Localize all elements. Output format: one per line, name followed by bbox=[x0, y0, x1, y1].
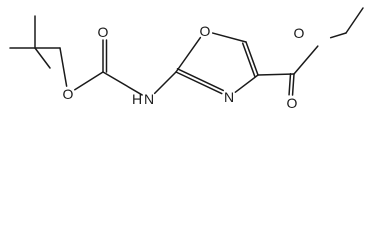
atom-label-carbonyl-oxygen-top: O bbox=[98, 24, 109, 40]
atom-labels-group: O O H N O N O O bbox=[63, 23, 305, 111]
bond-a11-a12 bbox=[211, 32, 247, 43]
bond-a15-a16-second-line bbox=[288, 73, 292, 96]
bond-a13-a14 bbox=[234, 74, 259, 93]
bond-a6-a7 bbox=[74, 71, 104, 91]
atom-label-ester-oxygen-right: O bbox=[294, 25, 305, 41]
bond-a5-a6 bbox=[59, 47, 68, 87]
bond-a15-a17 bbox=[293, 45, 319, 75]
bond-a17-a18 bbox=[329, 32, 347, 39]
bond-a12-a13-second-line bbox=[241, 42, 256, 77]
bond-a12-a13 bbox=[245, 41, 259, 76]
bond-a14-a10 bbox=[175, 71, 223, 95]
bond-a13-a15 bbox=[257, 73, 295, 76]
atom-label-ester-oxygen-left: O bbox=[63, 86, 74, 102]
bond-a15-a16 bbox=[291, 73, 295, 96]
atom-label-nh-hydrogen: H bbox=[132, 91, 142, 107]
bonds-group bbox=[9, 7, 364, 96]
atom-label-ester-carbonyl-oxygen: O bbox=[287, 95, 298, 111]
atom-label-ring-nitrogen: N bbox=[224, 89, 234, 105]
bond-a9n-a10 bbox=[153, 71, 177, 95]
atom-label-ring-oxygen: O bbox=[200, 23, 211, 39]
bond-a14-a10-second-line bbox=[176, 68, 225, 92]
bond-a10-a11 bbox=[175, 36, 202, 73]
bond-a2-a4 bbox=[34, 47, 51, 69]
bond-a18-a19 bbox=[345, 7, 364, 34]
bond-a7-a9n bbox=[102, 71, 143, 96]
atom-label-nh-nitrogen: N bbox=[144, 91, 154, 107]
molecule-structure: O O H N O N O O bbox=[9, 7, 364, 111]
